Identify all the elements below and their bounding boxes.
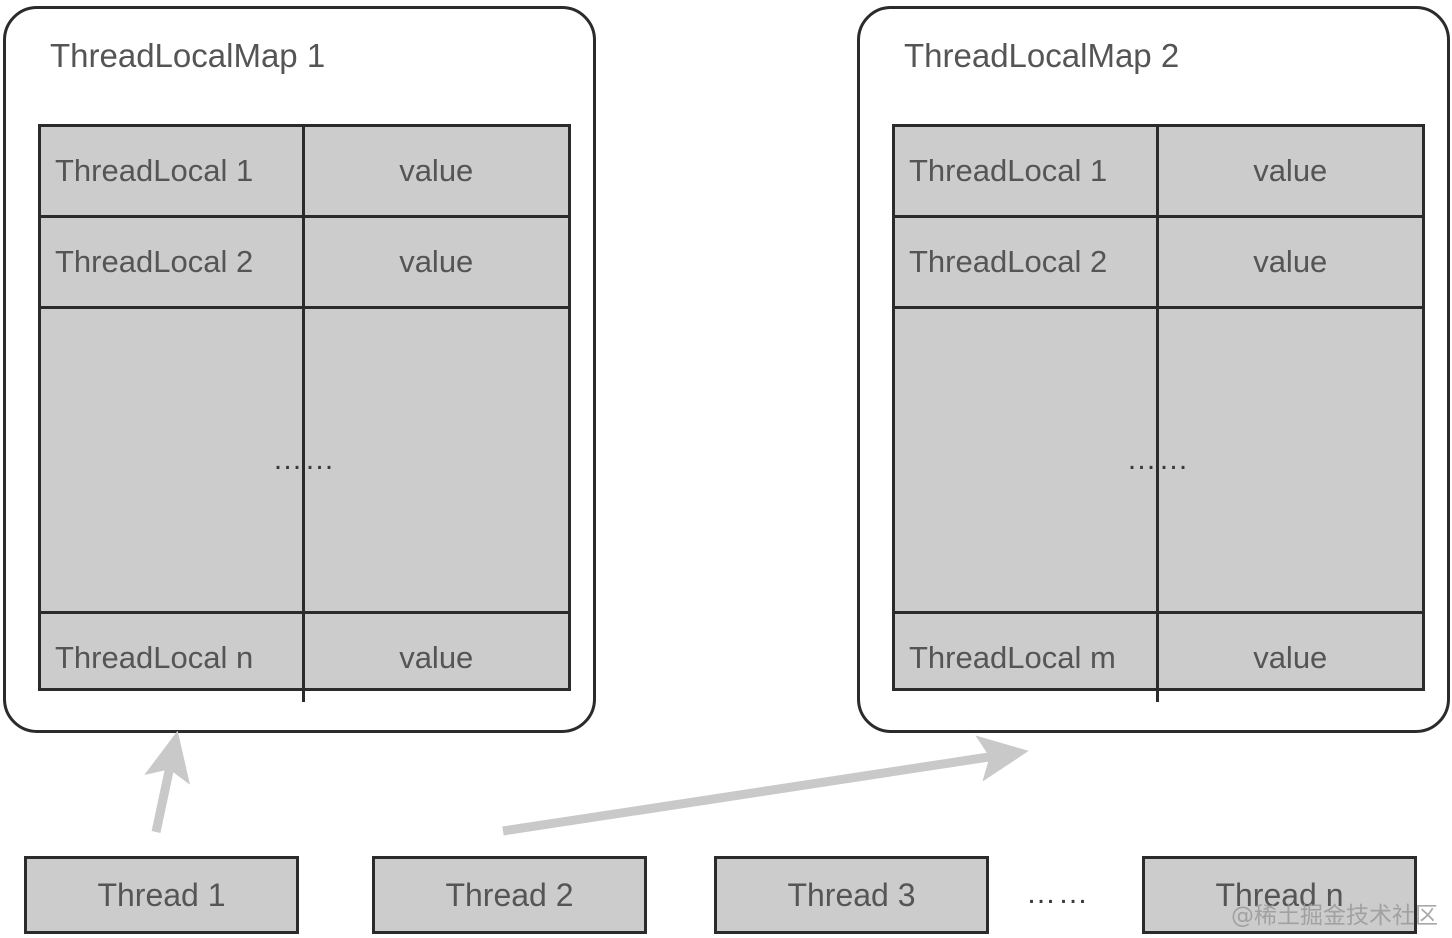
cell-value: value — [1253, 640, 1328, 675]
cell-key: ThreadLocal 1 — [41, 127, 305, 215]
thread-ellipsis-label: …… — [1026, 877, 1090, 910]
watermark: @稀土掘金技术社区 — [1231, 903, 1438, 929]
map-table-1: ThreadLocal 1 value ThreadLocal 2 value … — [38, 124, 571, 702]
table-row-ellipsis: …… — [895, 309, 1422, 614]
cell-key: ThreadLocal m — [895, 614, 1159, 702]
cell-value: value — [1253, 153, 1328, 188]
arrow-thread2-to-map2 — [502, 735, 1029, 836]
arrow-thread1-to-map1 — [144, 730, 191, 833]
cell-value — [305, 309, 569, 611]
thread-box-2[interactable]: Thread 2 — [372, 856, 647, 934]
thread-label: Thread 1 — [97, 876, 226, 913]
cell-key: ThreadLocal 1 — [895, 127, 1159, 215]
threadlocalmap-panel-2: ThreadLocalMap 2 ThreadLocal 1 value Thr… — [857, 6, 1450, 733]
cell-key — [895, 309, 1159, 611]
table-row: ThreadLocal 2 value — [895, 218, 1422, 309]
thread-box-3[interactable]: Thread 3 — [714, 856, 989, 934]
cell-value: value — [399, 244, 474, 279]
table-row: ThreadLocal 1 value — [895, 127, 1422, 218]
cell-value — [1159, 309, 1423, 611]
cell-key: ThreadLocal n — [41, 614, 305, 702]
thread-label: Thread n — [1215, 876, 1344, 913]
thread-label: Thread 3 — [787, 876, 916, 913]
cell-value: value — [1253, 244, 1328, 279]
cell-key — [41, 309, 305, 611]
cell-value: value — [399, 640, 474, 675]
table-row: ThreadLocal 2 value — [41, 218, 568, 309]
map-title-2: ThreadLocalMap 2 — [904, 37, 1180, 74]
thread-label: Thread 2 — [445, 876, 574, 913]
thread-box-1[interactable]: Thread 1 — [24, 856, 299, 934]
table-row: ThreadLocal n value — [41, 614, 568, 702]
map-title-1: ThreadLocalMap 1 — [50, 37, 326, 74]
table-row: ThreadLocal 1 value — [41, 127, 568, 218]
cell-value: value — [399, 153, 474, 188]
map-table-2: ThreadLocal 1 value ThreadLocal 2 value … — [892, 124, 1425, 702]
table-row-ellipsis: …… — [41, 309, 568, 614]
table-row: ThreadLocal m value — [895, 614, 1422, 702]
thread-box-n[interactable]: Thread n — [1142, 856, 1417, 934]
cell-key: ThreadLocal 2 — [895, 218, 1159, 306]
threadlocalmap-panel-1: ThreadLocalMap 1 ThreadLocal 1 value Thr… — [3, 6, 596, 733]
cell-key: ThreadLocal 2 — [41, 218, 305, 306]
